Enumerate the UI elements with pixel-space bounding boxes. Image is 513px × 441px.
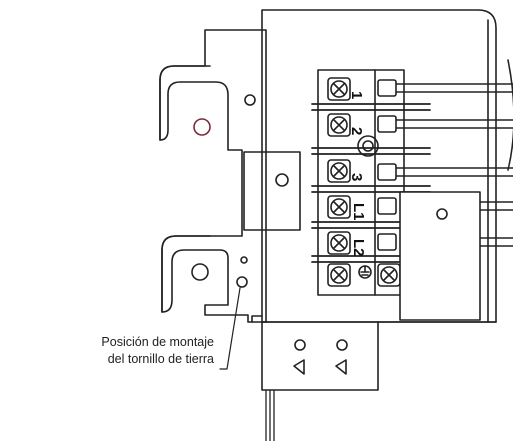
bracket-arrow-icon <box>335 359 347 375</box>
back-panel <box>261 9 497 323</box>
wires <box>395 83 513 247</box>
cover-hole <box>436 208 448 220</box>
bracket-hole <box>294 339 306 351</box>
terminal-label-1: 1 <box>348 91 365 99</box>
ground-screw-mount-hole <box>236 276 248 288</box>
terminal-block <box>317 69 405 296</box>
ground-symbol-icon <box>358 265 372 279</box>
screw-1 <box>327 77 351 101</box>
upper-bracket <box>159 65 211 141</box>
screw-2 <box>327 113 351 137</box>
terminal-label-l1: L1 <box>350 203 367 221</box>
middle-clip <box>243 151 301 231</box>
terminal-cover <box>399 191 481 321</box>
wire-clamps <box>377 79 397 251</box>
callout-line-1: Posición de montaje <box>101 335 214 349</box>
wire-curve <box>507 59 513 171</box>
plate-hole <box>240 256 248 264</box>
center-boss-inner <box>362 140 374 152</box>
terminal-screws <box>327 77 401 287</box>
plate-hole-accent <box>193 118 211 136</box>
terminal-label-2: 2 <box>348 127 365 135</box>
screw-l1 <box>327 195 351 219</box>
callout-line-2: del tornillo de tierra <box>107 352 214 366</box>
bottom-cables <box>265 389 275 441</box>
bracket-hole <box>336 339 348 351</box>
terminal-label-3: 3 <box>348 173 365 181</box>
screw-ground-left <box>327 263 351 287</box>
terminal-label-l2: L2 <box>350 239 367 257</box>
mounting-plate <box>159 29 267 323</box>
bottom-bracket-tab <box>251 315 263 323</box>
plate-hole <box>244 94 256 106</box>
screw-3 <box>327 159 351 183</box>
center-boss <box>357 135 379 157</box>
lower-bracket <box>161 235 211 313</box>
callout-leader-line <box>219 287 241 370</box>
bracket-arrow-icon <box>293 359 305 375</box>
plate-hole <box>191 263 209 281</box>
screw-ground-right <box>377 263 401 287</box>
ground-screw-callout: Posición de montaje del tornillo de tier… <box>44 334 214 368</box>
bottom-bracket <box>261 321 379 391</box>
clip-hole <box>275 173 289 187</box>
screw-l2 <box>327 231 351 255</box>
